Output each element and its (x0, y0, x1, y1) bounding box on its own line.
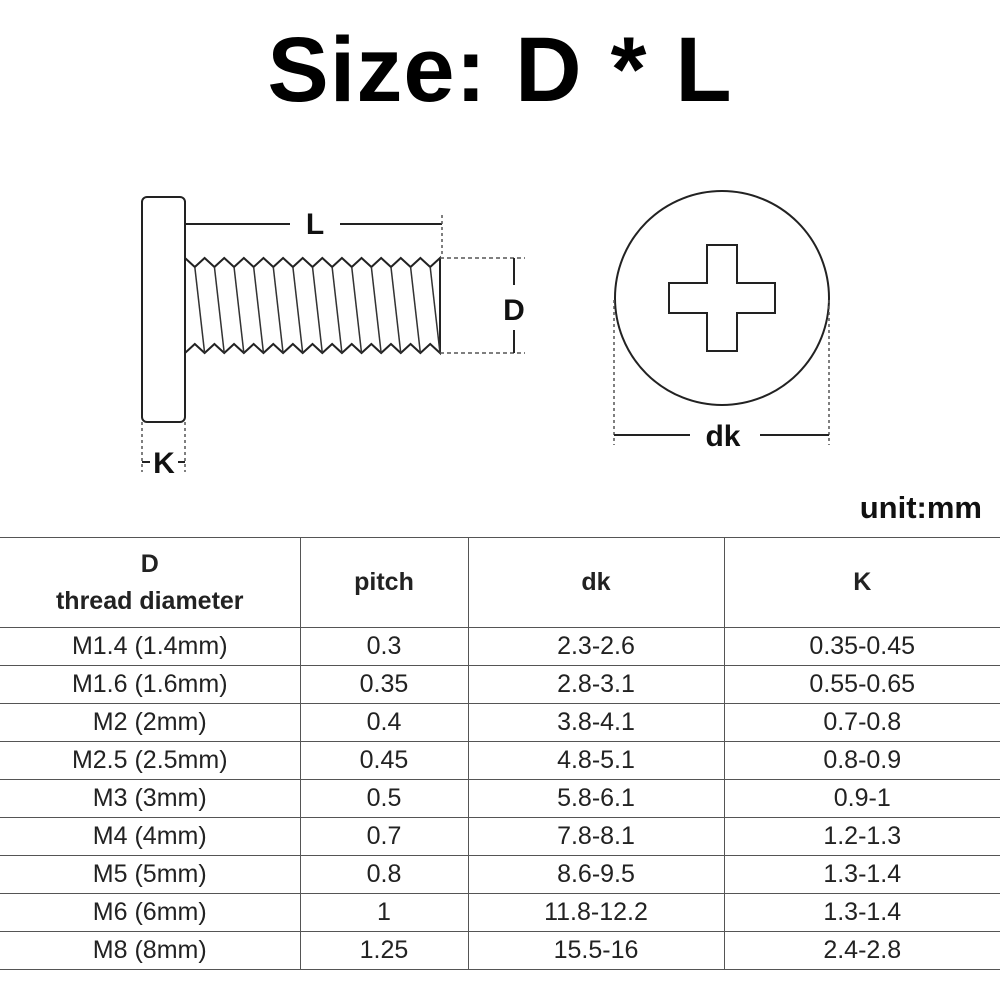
thread-line (272, 266, 284, 354)
cell-k: 2.4-2.8 (723, 931, 1000, 970)
cell-k: 0.35-0.45 (723, 627, 1000, 666)
thread-line (409, 266, 422, 354)
cell-k: 1.2-1.3 (723, 817, 1000, 856)
dimension-k: K (141, 422, 186, 480)
thread-line (233, 266, 245, 354)
header-dk: dk (467, 537, 725, 628)
cell-k: 1.3-1.4 (723, 855, 1000, 894)
cell-d: M4 (4mm) (0, 817, 301, 856)
thread-line (331, 266, 343, 354)
cell-d: M6 (6mm) (0, 893, 301, 932)
cell-pitch: 0.45 (299, 741, 469, 780)
cell-dk: 11.8-12.2 (467, 893, 725, 932)
thread-lines (194, 266, 441, 354)
screw-head (141, 196, 186, 423)
thread-line (370, 266, 382, 354)
cell-dk: 15.5-16 (467, 931, 725, 970)
thread-line (213, 266, 225, 354)
screw-top-view (614, 190, 830, 406)
page-title: Size: D * L (0, 18, 1000, 123)
thread-line (292, 266, 304, 354)
cell-d: M1.6 (1.6mm) (0, 665, 301, 704)
cell-dk: 8.6-9.5 (467, 855, 725, 894)
cell-pitch: 0.4 (299, 703, 469, 742)
table-header-row: D thread diameter pitch dk K (0, 537, 1000, 628)
dimension-d: D (440, 257, 525, 354)
header-d-line2: thread diameter (55, 586, 244, 615)
cell-d: M2 (2mm) (0, 703, 301, 742)
label-l: L (306, 208, 324, 241)
dimension-l: L (185, 208, 443, 255)
header-thread-diameter: D thread diameter (0, 537, 301, 628)
cell-pitch: 0.3 (299, 627, 469, 666)
spec-table: D thread diameter pitch dk K M1.4 (1.4mm… (0, 537, 1000, 970)
label-k: K (153, 447, 175, 480)
screw-side-view (141, 196, 441, 423)
cell-k: 0.55-0.65 (723, 665, 1000, 704)
thread-line (194, 266, 206, 354)
thread-line (252, 266, 265, 354)
cell-d: M8 (8mm) (0, 931, 301, 970)
cell-k: 0.8-0.9 (723, 741, 1000, 780)
phillips-cross-icon (668, 244, 776, 352)
cell-pitch: 0.8 (299, 855, 469, 894)
cell-pitch: 0.7 (299, 817, 469, 856)
unit-label: unit:mm (859, 490, 982, 525)
label-dk: dk (705, 420, 740, 453)
screw-dimension-diagram: L D K dk (141, 190, 830, 480)
header-k: K (723, 537, 1000, 628)
thread-line (390, 266, 402, 354)
dimension-dk: dk (613, 300, 830, 453)
cell-dk: 2.3-2.6 (467, 627, 725, 666)
cell-d: M1.4 (1.4mm) (0, 627, 301, 666)
title-asterisk: * (610, 19, 648, 121)
title-size-word: Size: (267, 19, 488, 121)
cell-dk: 3.8-4.1 (467, 703, 725, 742)
thread-line (350, 266, 363, 354)
cell-pitch: 1.25 (299, 931, 469, 970)
cell-k: 1.3-1.4 (723, 893, 1000, 932)
cell-d: M2.5 (2.5mm) (0, 741, 301, 780)
cell-d: M3 (3mm) (0, 779, 301, 818)
thread-line (311, 266, 324, 354)
cell-pitch: 1 (299, 893, 469, 932)
cell-k: 0.7-0.8 (723, 703, 1000, 742)
cell-d: M5 (5mm) (0, 855, 301, 894)
cell-dk: 7.8-8.1 (467, 817, 725, 856)
cell-pitch: 0.5 (299, 779, 469, 818)
cell-dk: 2.8-3.1 (467, 665, 725, 704)
header-pitch: pitch (299, 537, 469, 628)
cell-dk: 4.8-5.1 (467, 741, 725, 780)
title-d: D (515, 19, 583, 121)
cell-pitch: 0.35 (299, 665, 469, 704)
thread-line (429, 266, 441, 354)
label-d: D (503, 294, 525, 327)
cell-k: 0.9-1 (723, 779, 1000, 818)
header-d-line1: D (140, 549, 159, 578)
title-l: L (675, 19, 733, 121)
cell-dk: 5.8-6.1 (467, 779, 725, 818)
